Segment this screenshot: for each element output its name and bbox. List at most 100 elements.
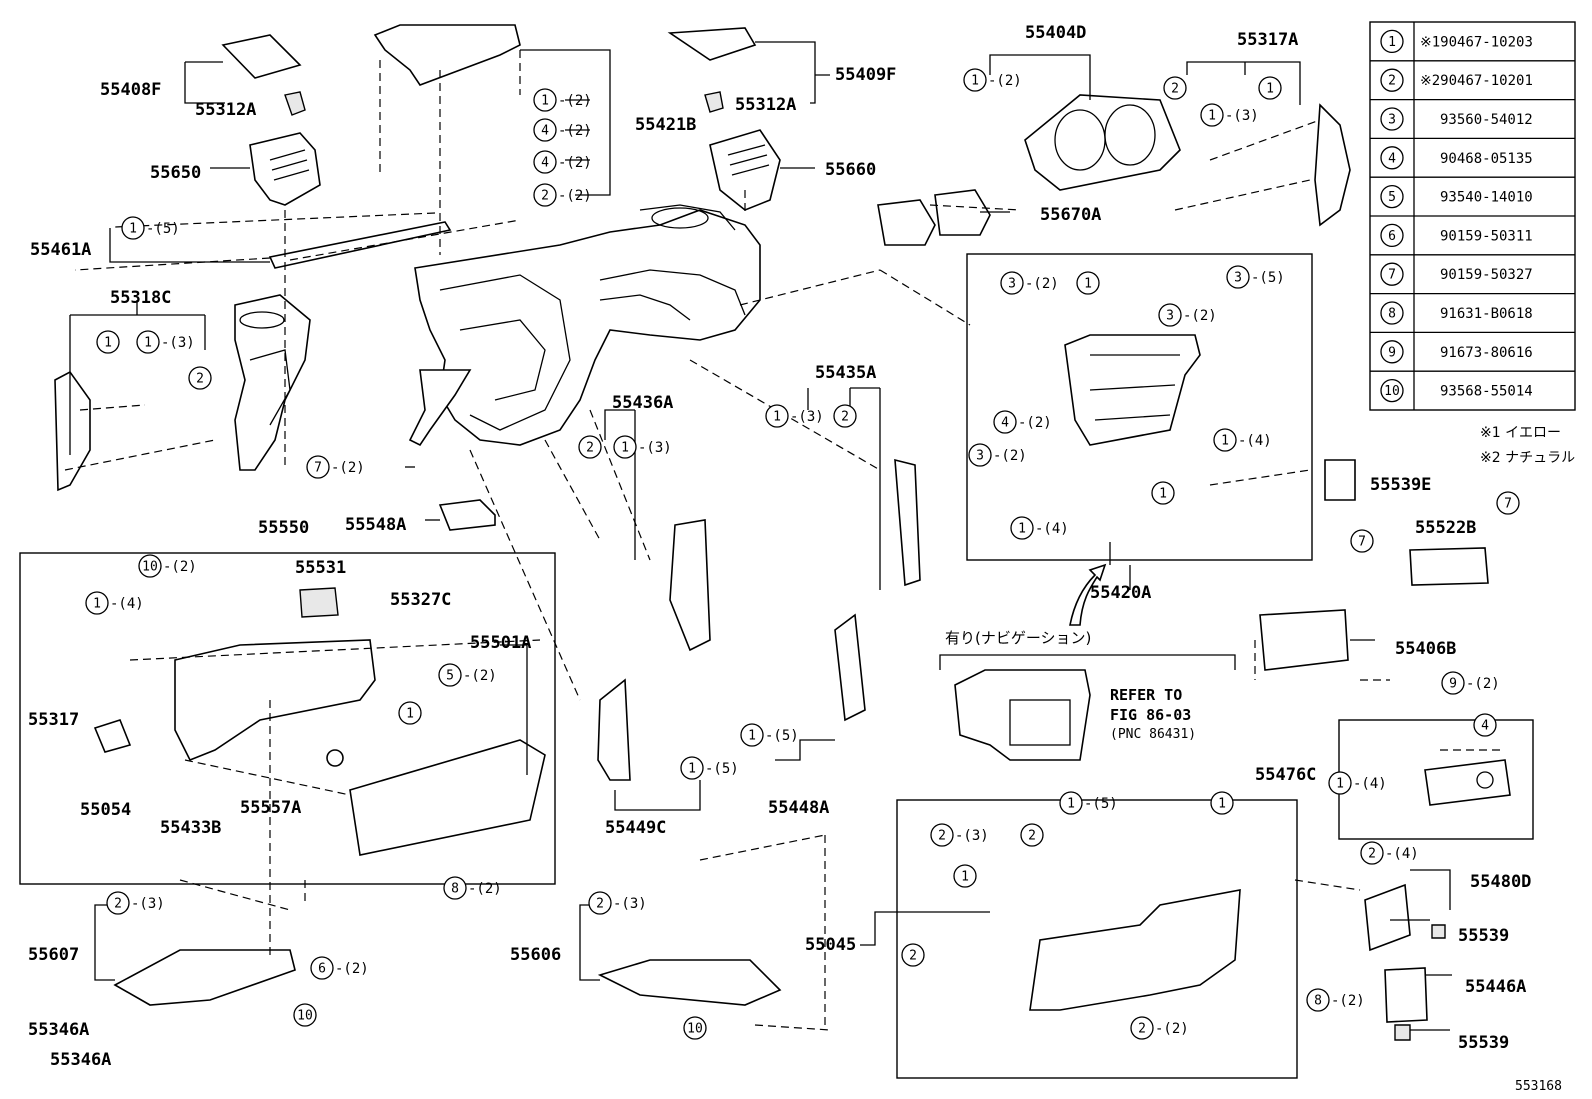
callout-2: 2 xyxy=(188,366,212,390)
callout-number: 1 xyxy=(1218,797,1226,812)
callout-quantity: -(2) xyxy=(558,155,592,171)
callout-circle xyxy=(1360,841,1384,865)
switch-55480D xyxy=(1364,883,1411,952)
callout-circle xyxy=(310,956,334,980)
label-55449C: 55449C xyxy=(605,818,666,838)
callout-2: 2 xyxy=(833,404,857,428)
table-row-number: 10 xyxy=(1384,384,1400,399)
label-55054: 55054 xyxy=(80,800,131,820)
callout-number: 1 xyxy=(104,336,112,351)
callout-number: 2 xyxy=(1138,1022,1146,1037)
callout-4: 4-(2) xyxy=(993,410,1052,434)
label-55480D: 55480D xyxy=(1470,872,1531,892)
callout-circle xyxy=(993,410,1017,434)
callout-2: 2-(3) xyxy=(588,891,647,915)
callout-circle xyxy=(1210,791,1234,815)
callout-circle xyxy=(398,701,422,725)
callout-quantity: -(2) xyxy=(558,123,592,139)
center-panel-55420A xyxy=(1064,334,1201,446)
callout-1: 1-(5) xyxy=(740,723,799,747)
callout-circle xyxy=(533,88,557,112)
callout-quantity: -(4) xyxy=(1385,846,1419,862)
panel-55448A xyxy=(834,613,866,722)
callout-5: 5-(2) xyxy=(438,663,497,687)
callout-number: 8 xyxy=(451,882,459,897)
table-row-number: 5 xyxy=(1388,190,1396,205)
callout-circle xyxy=(968,443,992,467)
callout-1: 1-(5) xyxy=(1059,791,1118,815)
switch-55476C xyxy=(1424,759,1511,806)
callout-number: 4 xyxy=(541,124,549,139)
label-55550: 55550 xyxy=(258,518,309,538)
callout-8: 8-(2) xyxy=(1306,988,1365,1012)
callout-number: 3 xyxy=(1234,271,1242,286)
callout-circle xyxy=(138,554,162,578)
callout-number: 2 xyxy=(1028,829,1036,844)
cover-55408F xyxy=(221,34,302,79)
vent-55670A-right xyxy=(934,189,991,236)
label-55327C: 55327C xyxy=(390,590,451,610)
callout-circle xyxy=(578,435,602,459)
callout-9: 9-(2) xyxy=(1441,671,1500,695)
callout-1: 1-(5) xyxy=(121,216,180,240)
callout-7: 7 xyxy=(1350,529,1374,553)
callout-quantity: -(4) xyxy=(110,596,144,612)
callout-circle xyxy=(963,68,987,92)
callout-10: 10 xyxy=(683,1016,707,1040)
callout-1: 1 xyxy=(953,864,977,888)
label-55539-a: 55539 xyxy=(1458,926,1509,946)
label-55317: 55317 xyxy=(28,710,79,730)
label-55433B: 55433B xyxy=(160,818,221,838)
callout-circle xyxy=(121,216,145,240)
callout-number: 1 xyxy=(1266,82,1274,97)
callout-1: 1-(4) xyxy=(1328,771,1387,795)
table-row-part: 93568-55014 xyxy=(1440,384,1533,400)
callout-1: 1 xyxy=(1258,76,1282,100)
label-55501A: 55501A xyxy=(470,633,531,653)
label-55435A: 55435A xyxy=(815,363,876,383)
switch-55539-a xyxy=(1431,924,1446,939)
callout-quantity: -(2) xyxy=(1018,415,1052,431)
callout-2: 2 xyxy=(1020,823,1044,847)
callout-number: 2 xyxy=(1368,847,1376,862)
callout-1: 1 xyxy=(1076,271,1100,295)
table-row-part: 93560-54012 xyxy=(1440,112,1533,128)
meter-hood-55404D xyxy=(1024,94,1181,191)
table-row-number: 9 xyxy=(1388,345,1396,360)
table-row-circle xyxy=(1380,378,1404,403)
table-row-number: 6 xyxy=(1388,229,1396,244)
callout-number: 1 xyxy=(971,74,979,89)
label-55408F: 55408F xyxy=(100,80,161,100)
callout-circle xyxy=(1350,529,1374,553)
cover-55409F xyxy=(667,27,757,61)
callout-number: 2 xyxy=(541,189,549,204)
callout-circle xyxy=(533,183,557,207)
label-55446A: 55446A xyxy=(1465,977,1526,997)
table-row-circle xyxy=(1380,29,1404,54)
left-dash-frame xyxy=(234,294,311,471)
callout-1: 1 xyxy=(1210,791,1234,815)
callout-circle xyxy=(683,1016,707,1040)
lower-panel-55045 xyxy=(1029,889,1241,1011)
callout-4: 4 -(2) xyxy=(533,118,592,142)
callout-circle xyxy=(588,891,612,915)
callout-circle xyxy=(438,663,462,687)
label-55409F: 55409F xyxy=(835,65,896,85)
callout-number: 2 xyxy=(938,829,946,844)
callout-quantity: -(3) xyxy=(131,896,165,912)
label-55548A: 55548A xyxy=(345,515,406,535)
callout-quantity: -(5) xyxy=(765,728,799,744)
callout-quantity: -(2) xyxy=(163,559,197,575)
callout-circle xyxy=(1213,428,1237,452)
callout-circle xyxy=(613,435,637,459)
label-55539E: 55539E xyxy=(1370,475,1431,495)
callout-number: 1 xyxy=(621,441,629,456)
callout-quantity: -(4) xyxy=(1035,521,1069,537)
callout-number: 1 xyxy=(1084,277,1092,292)
callout-8: 8-(2) xyxy=(443,876,502,900)
callout-number: 2 xyxy=(196,372,204,387)
callout-circle xyxy=(1158,303,1182,327)
callout-circle xyxy=(740,723,764,747)
callout-quantity: -(2) xyxy=(1331,993,1365,1009)
